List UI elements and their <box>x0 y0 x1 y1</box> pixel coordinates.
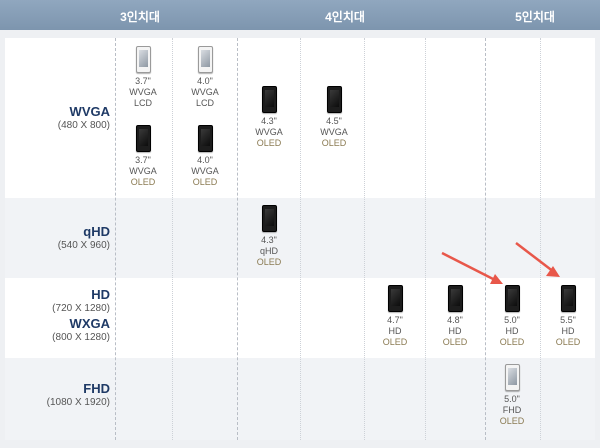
phone-entry: 4.0" WVGA OLED <box>183 125 227 188</box>
phone-entry: 4.3" qHD OLED <box>247 205 291 268</box>
phone-size: 3.7" <box>135 76 151 86</box>
resolution-size: (540 X 960) <box>57 240 110 251</box>
phone-icon <box>447 285 463 312</box>
resolution-size: (1080 X 1920) <box>46 397 110 408</box>
phone-panel: OLED <box>192 177 218 187</box>
arrow-head <box>546 266 560 277</box>
phone-icon <box>135 46 151 73</box>
phone-resolution: FHD <box>502 405 522 415</box>
arrow-line <box>515 242 555 273</box>
phone-panel: OLED <box>321 138 347 148</box>
phone-icon <box>504 285 520 312</box>
column-separator <box>172 38 173 440</box>
column-separator <box>300 38 301 440</box>
phone-size: 4.0" <box>197 76 213 86</box>
phone-resolution: WVGA <box>320 127 348 137</box>
phone-size: 5.5" <box>560 315 576 325</box>
phone-icon <box>261 86 277 113</box>
phone-entry: 4.3" WVGA OLED <box>247 86 291 149</box>
column-separator <box>115 38 116 440</box>
phone-size: 4.8" <box>447 315 463 325</box>
phone-entry: 5.0" HD OLED <box>490 285 534 348</box>
phone-resolution: WVGA <box>129 166 157 176</box>
phone-resolution: WVGA <box>191 87 219 97</box>
resolution-size: (720 X 1280) <box>52 303 110 314</box>
phone-size: 4.3" <box>261 235 277 245</box>
phone-entry: 4.7" HD OLED <box>373 285 417 348</box>
phone-entry: 3.7" WVGA OLED <box>121 125 165 188</box>
phone-entry: 5.5" HD OLED <box>546 285 590 348</box>
phone-panel: OLED <box>499 337 525 347</box>
phone-resolution: qHD <box>259 246 278 256</box>
resolution-size: (480 X 800) <box>57 120 110 131</box>
phone-resolution: HD <box>505 326 519 336</box>
phone-panel: OLED <box>555 337 581 347</box>
phone-resolution: HD <box>561 326 575 336</box>
phone-resolution: WVGA <box>255 127 283 137</box>
phone-size: 5.0" <box>504 394 520 404</box>
phone-panel: LCD <box>195 98 214 108</box>
phone-icon <box>135 125 151 152</box>
phone-icon <box>197 125 213 152</box>
column-separator <box>364 38 365 440</box>
phone-entry: 3.7" WVGA LCD <box>121 46 165 109</box>
column-separator <box>485 38 486 440</box>
phone-panel: OLED <box>130 177 156 187</box>
row-label-wvga: WVGA (480 X 800) <box>5 104 110 133</box>
phone-panel: OLED <box>442 337 468 347</box>
phone-icon <box>387 285 403 312</box>
phone-entry: 4.8" HD OLED <box>433 285 477 348</box>
phone-size: 4.5" <box>326 116 342 126</box>
column-separator <box>237 38 238 440</box>
arrow-line <box>441 251 498 283</box>
phone-size: 4.3" <box>261 116 277 126</box>
phone-icon <box>326 86 342 113</box>
resolution-name: WVGA <box>69 104 110 119</box>
phone-size: 3.7" <box>135 155 151 165</box>
row-label-qhd: qHD (540 X 960) <box>5 224 110 253</box>
size-header-bar: 3인치대 4인치대 5인치대 <box>0 0 600 30</box>
column-separator <box>540 38 541 440</box>
resolution-name: qHD <box>83 224 110 239</box>
phone-resolution: HD <box>388 326 402 336</box>
phone-size: 5.0" <box>504 315 520 325</box>
phone-icon <box>197 46 213 73</box>
phone-icon <box>261 205 277 232</box>
header-5inch: 5인치대 <box>515 10 555 24</box>
resolution-name: WXGA <box>69 316 110 331</box>
resolution-name: FHD <box>83 381 110 396</box>
phone-icon <box>504 364 520 391</box>
phone-panel: OLED <box>256 138 282 148</box>
resolution-size: (800 X 1280) <box>52 332 110 343</box>
phone-panel: OLED <box>382 337 408 347</box>
arrow-head <box>490 274 503 284</box>
resolution-name: HD <box>91 287 110 302</box>
phone-resolution: WVGA <box>191 166 219 176</box>
phone-icon <box>560 285 576 312</box>
row-label-fhd: FHD (1080 X 1920) <box>5 381 110 410</box>
phone-panel: OLED <box>256 257 282 267</box>
phone-resolution: HD <box>448 326 462 336</box>
phone-panel: OLED <box>499 416 525 426</box>
phone-entry: 4.5" WVGA OLED <box>312 86 356 149</box>
phone-entry: 5.0" FHD OLED <box>490 364 534 427</box>
phone-resolution: WVGA <box>129 87 157 97</box>
header-3inch: 3인치대 <box>120 10 160 24</box>
phone-panel: LCD <box>133 98 152 108</box>
header-4inch: 4인치대 <box>325 10 365 24</box>
phone-entry: 4.0" WVGA LCD <box>183 46 227 109</box>
phone-size: 4.7" <box>387 315 403 325</box>
row-label-hd-wxga: HD (720 X 1280) WXGA (800 X 1280) <box>5 287 110 345</box>
phone-size: 4.0" <box>197 155 213 165</box>
column-separator <box>425 38 426 440</box>
